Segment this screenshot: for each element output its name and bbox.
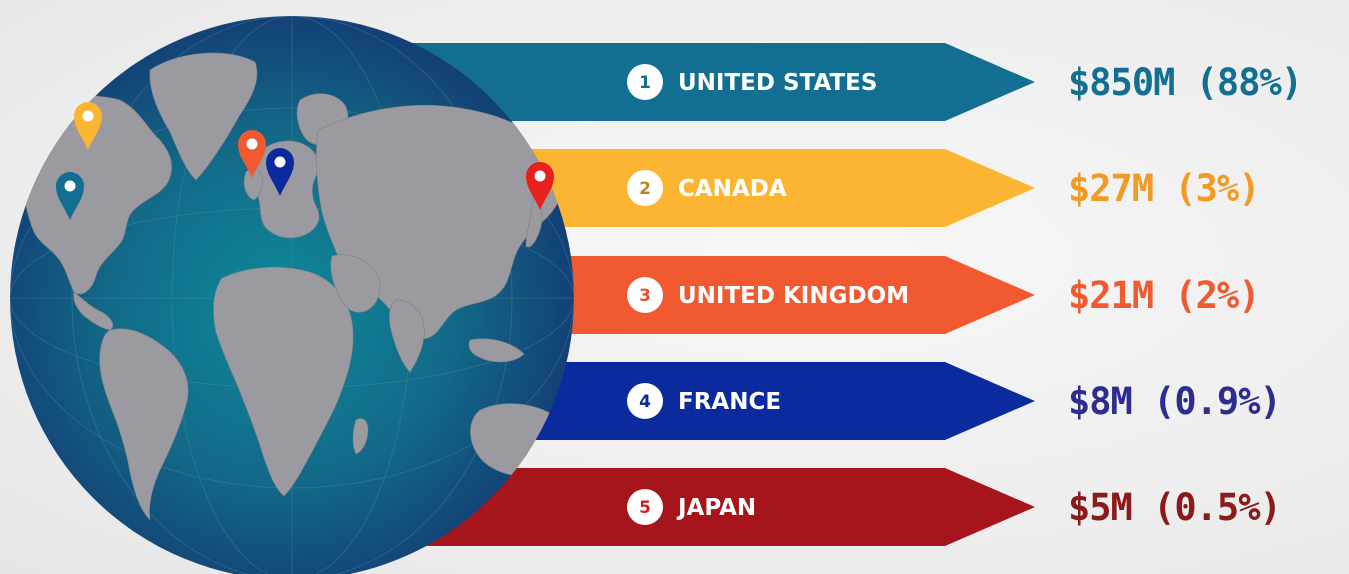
rank-badge-4 bbox=[627, 383, 663, 419]
rank-number-3: 3 bbox=[639, 286, 651, 306]
canada-marker bbox=[74, 102, 102, 150]
land-south-america bbox=[99, 328, 189, 521]
rank-number-1: 1 bbox=[639, 73, 651, 93]
rank-badge-2 bbox=[627, 170, 663, 206]
france-marker bbox=[266, 148, 294, 196]
land-middle-east bbox=[330, 254, 381, 313]
land-southeast-asia bbox=[468, 338, 525, 363]
map-pin-icon bbox=[266, 148, 294, 196]
map-pin-dot bbox=[274, 156, 286, 168]
map-pin-icon bbox=[56, 172, 84, 220]
map-pin-icon bbox=[238, 130, 266, 178]
map-pin-dot bbox=[534, 170, 546, 182]
land-madagascar bbox=[352, 418, 369, 455]
rank-number-5: 5 bbox=[639, 498, 651, 518]
revenue-value-4: $8M (0.9%) bbox=[1068, 380, 1281, 423]
united-states-marker bbox=[56, 172, 84, 220]
country-label-3: UNITED KINGDOM bbox=[678, 283, 909, 309]
map-pin-dot bbox=[64, 180, 76, 192]
rank-badge-3 bbox=[627, 277, 663, 313]
location-markers bbox=[56, 102, 554, 220]
revenue-value-1: $850M (88%) bbox=[1068, 61, 1302, 104]
land-india bbox=[389, 299, 425, 373]
land-north-america bbox=[20, 95, 173, 295]
country-label-4: FRANCE bbox=[678, 389, 781, 415]
globe bbox=[10, 16, 574, 574]
map-pin-dot bbox=[246, 138, 258, 150]
map-pin-dot bbox=[82, 110, 94, 122]
rank-number-4: 4 bbox=[639, 392, 651, 412]
japan-marker bbox=[526, 162, 554, 210]
rank-badge-1 bbox=[627, 64, 663, 100]
revenue-value-5: $5M (0.5%) bbox=[1068, 486, 1281, 529]
land-africa bbox=[213, 266, 354, 497]
map-pin-icon bbox=[526, 162, 554, 210]
rank-badge-5 bbox=[627, 489, 663, 525]
rank-number-2: 2 bbox=[639, 179, 651, 199]
map-pin-icon bbox=[74, 102, 102, 150]
country-label-5: JAPAN bbox=[676, 495, 756, 521]
land-uk bbox=[243, 168, 263, 201]
country-label-1: UNITED STATES bbox=[678, 70, 877, 96]
revenue-value-3: $21M (2%) bbox=[1068, 274, 1259, 317]
land-japan bbox=[525, 195, 543, 248]
globe-landmasses bbox=[10, 16, 574, 574]
land-greenland bbox=[149, 52, 258, 181]
united-kingdom-marker bbox=[238, 130, 266, 178]
country-label-2: CANADA bbox=[678, 176, 787, 202]
revenue-value-2: $27M (3%) bbox=[1068, 167, 1259, 210]
